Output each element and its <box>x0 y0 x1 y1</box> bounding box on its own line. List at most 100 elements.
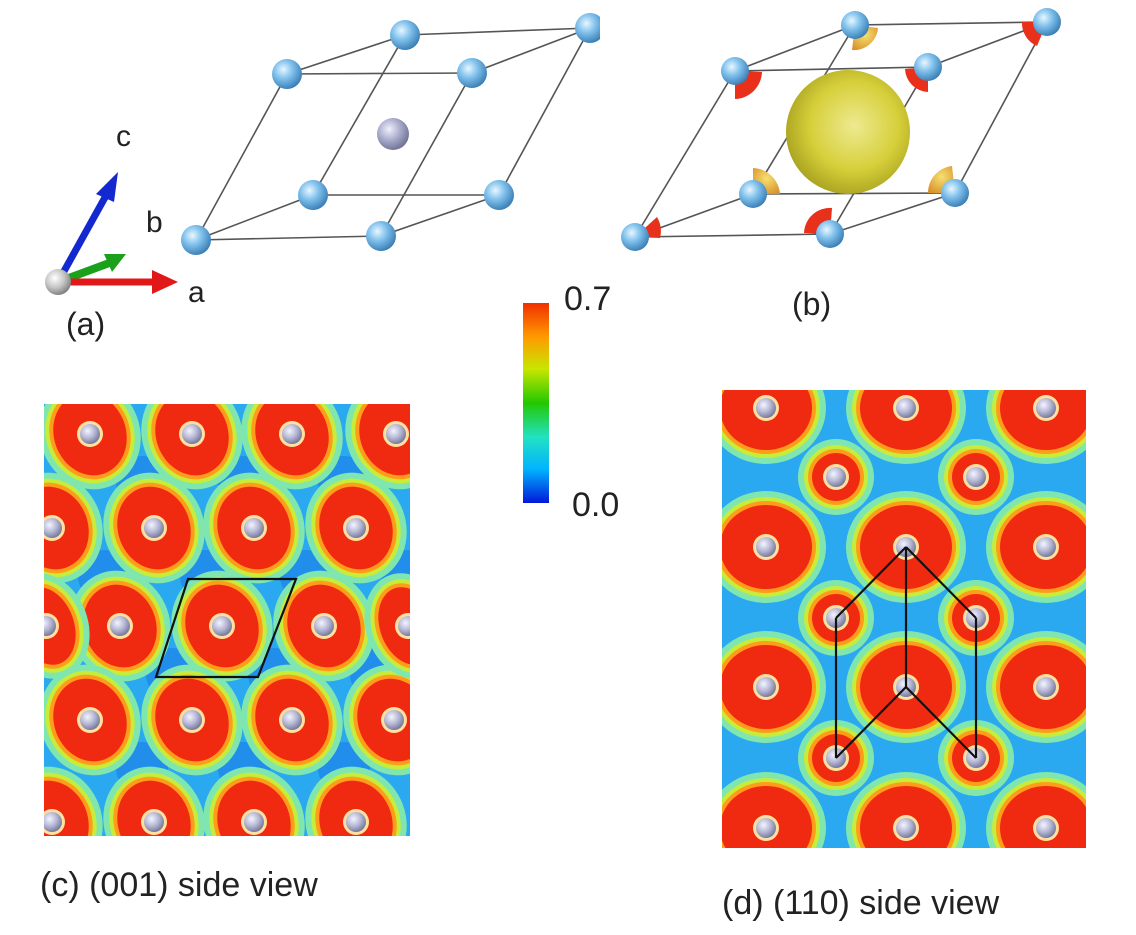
density-blob <box>798 439 874 515</box>
density-blob <box>44 472 103 584</box>
axis-b-label: b <box>146 206 163 239</box>
atom <box>621 223 649 251</box>
density-blob <box>364 573 410 679</box>
atom <box>1036 537 1056 557</box>
density-blob <box>141 664 243 776</box>
atom <box>1036 677 1056 697</box>
density-blob <box>103 766 205 836</box>
atom <box>272 59 302 89</box>
charge-density-map-110 <box>722 390 1086 848</box>
atom <box>756 818 776 838</box>
isosurface-diagram <box>621 8 1061 251</box>
density-blob <box>986 390 1086 464</box>
caption-b: (b) <box>792 286 832 322</box>
density-blob <box>938 439 1014 515</box>
cell-edges <box>634 21 1048 238</box>
colorbar: 0.7 0.0 <box>520 280 640 530</box>
atom <box>80 424 100 444</box>
density-blob <box>986 491 1086 603</box>
density-blob <box>846 390 966 464</box>
atom <box>386 424 406 444</box>
atom <box>966 467 986 487</box>
density-blob <box>722 772 826 848</box>
density-blob <box>722 390 826 464</box>
atom <box>346 518 366 538</box>
density-blob <box>103 472 205 584</box>
atom <box>756 537 776 557</box>
atom <box>144 812 164 832</box>
atom <box>1036 398 1056 418</box>
center-atom <box>377 118 409 150</box>
density-blob <box>171 570 273 682</box>
atom <box>739 180 767 208</box>
density-blob <box>305 766 407 836</box>
density-blob <box>44 766 103 836</box>
axes-triad <box>45 172 178 295</box>
atom <box>841 11 869 39</box>
colorbar-gradient <box>523 303 549 503</box>
isosurface-sphere <box>786 70 910 194</box>
density-blob <box>44 664 141 776</box>
atom <box>314 616 334 636</box>
caption-c: (c) (001) side view <box>40 866 318 904</box>
atom <box>80 710 100 730</box>
atom <box>366 221 396 251</box>
atom <box>44 812 62 832</box>
atom <box>484 180 514 210</box>
unit-cell-outline <box>834 546 978 759</box>
density-blob <box>241 664 343 776</box>
panel-b: (b) <box>610 0 1136 340</box>
atom <box>756 677 776 697</box>
atom <box>110 616 130 636</box>
cell-edges <box>195 27 591 241</box>
c-axis-arrow <box>54 190 112 284</box>
atom <box>182 710 202 730</box>
colorbar-min-label: 0.0 <box>572 486 620 524</box>
atom <box>44 518 62 538</box>
atom <box>384 710 404 730</box>
panel-a: c b a (a) <box>0 0 600 360</box>
atom <box>390 20 420 50</box>
atom <box>941 179 969 207</box>
density-blob <box>722 631 826 743</box>
caption-a: (a) <box>66 306 106 342</box>
atom <box>1033 8 1061 36</box>
atom <box>756 398 776 418</box>
atom <box>244 812 264 832</box>
atom <box>721 57 749 85</box>
atom <box>1036 818 1056 838</box>
density-blob <box>44 573 90 679</box>
atom <box>212 616 232 636</box>
unit-cell-diagram <box>45 13 600 295</box>
panel-c <box>44 404 410 836</box>
unit-cell-outline <box>154 577 298 679</box>
atom <box>298 180 328 210</box>
atom <box>346 812 366 832</box>
atom <box>181 225 211 255</box>
density-blob <box>986 772 1086 848</box>
charge-density-map-001 <box>44 404 410 836</box>
atom <box>457 58 487 88</box>
atom <box>398 616 410 636</box>
density-blob <box>722 491 826 603</box>
origin-atom <box>45 269 71 295</box>
atom <box>826 467 846 487</box>
corner-atoms <box>621 8 1061 251</box>
atom <box>144 518 164 538</box>
atom <box>182 424 202 444</box>
caption-d: (d) (110) side view <box>722 884 1000 922</box>
density-blob <box>141 404 243 490</box>
density-blob <box>305 472 407 584</box>
density-blob <box>69 570 171 682</box>
density-blob <box>203 766 305 836</box>
density-blob <box>846 772 966 848</box>
axis-a-label: a <box>188 276 205 309</box>
density-blob <box>241 404 343 490</box>
density-blob <box>345 404 410 490</box>
density-blob <box>44 404 141 490</box>
atom <box>816 220 844 248</box>
atom <box>282 710 302 730</box>
panel-d <box>722 390 1086 848</box>
atom <box>896 818 916 838</box>
atom <box>896 398 916 418</box>
